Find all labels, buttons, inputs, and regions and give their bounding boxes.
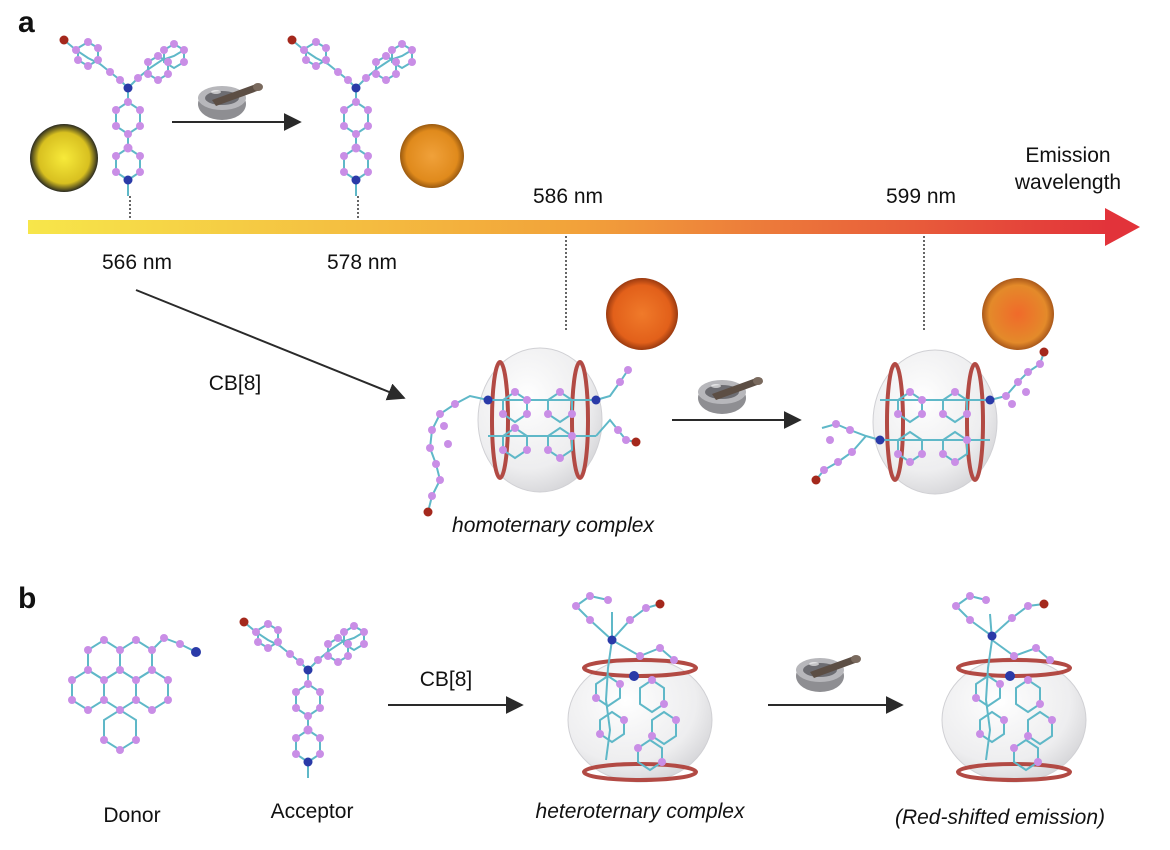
arrow-cb8-a — [135, 289, 406, 401]
tick-label-599: 599 nm — [886, 185, 956, 208]
heteroternary-complex-ground — [940, 592, 1088, 784]
emission-wavelength-axis: Emission wavelength 566 nm 578 nm 586 nm… — [28, 144, 1140, 330]
tick-label-566: 566 nm — [102, 251, 172, 274]
label-heteroternary-complex: heteroternary complex — [536, 800, 746, 823]
label-cb8-a: CB[8] — [209, 372, 262, 395]
photo-orange-powder — [400, 124, 464, 188]
homoternary-complex-ground — [811, 347, 1049, 496]
axis-arrowhead — [1105, 208, 1140, 246]
photo-yellow-powder — [30, 124, 98, 192]
axis-gradient-bar — [28, 220, 1110, 234]
mortar-pestle-icon — [796, 655, 861, 692]
tick-label-586: 586 nm — [533, 185, 603, 208]
heteroternary-complex — [566, 592, 714, 784]
acceptor-molecule-b — [238, 616, 369, 779]
panel-label-a: a — [18, 6, 35, 39]
axis-title-line1: Emission — [1025, 144, 1110, 167]
label-homoternary-complex: homoternary complex — [452, 514, 655, 537]
label-donor: Donor — [103, 804, 160, 827]
axis-title-line2: wavelength — [1014, 171, 1121, 194]
homoternary-complex — [423, 346, 641, 517]
panel-label-b: b — [18, 582, 36, 615]
label-acceptor: Acceptor — [271, 800, 354, 823]
tick-label-578: 578 nm — [327, 251, 397, 274]
photo-orange-powder-ground — [982, 278, 1054, 350]
photo-red-orange-powder — [606, 278, 678, 350]
mortar-pestle-icon — [198, 83, 263, 120]
mortar-pestle-icon — [698, 377, 763, 414]
donor-molecule — [68, 634, 201, 754]
acceptor-molecule-ground — [286, 34, 417, 197]
label-cb8-b: CB[8] — [420, 668, 473, 691]
label-red-shifted-emission: (Red-shifted emission) — [895, 806, 1105, 829]
